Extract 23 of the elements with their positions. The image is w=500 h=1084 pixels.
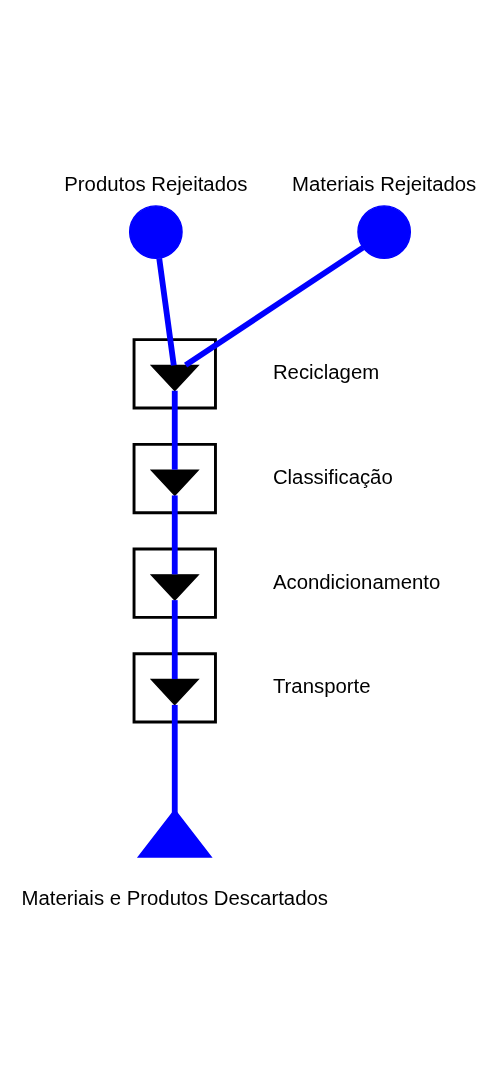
- connector: [184, 244, 365, 368]
- node-circle: [128, 204, 183, 259]
- connector: [171, 390, 178, 470]
- connector: [171, 599, 178, 679]
- node-triangle: [149, 573, 200, 601]
- node-label: Materiais e Produtos Descartados: [21, 886, 328, 909]
- node-triangle: [149, 678, 200, 706]
- node-triangle: [149, 364, 200, 392]
- cluster: [132, 442, 217, 514]
- cluster: [132, 547, 217, 619]
- cluster: [132, 337, 217, 409]
- cluster: [132, 651, 217, 724]
- node-triangle: [149, 468, 200, 496]
- connector: [171, 494, 178, 574]
- node-label: Transporte: [272, 674, 371, 697]
- node-label: Materiais Rejeitados: [291, 172, 477, 195]
- node-circle: [357, 204, 412, 259]
- node-label: Reciclagem: [272, 360, 380, 383]
- connector: [171, 704, 178, 817]
- connector: [156, 257, 177, 366]
- node-label: Produtos Rejeitados: [64, 172, 248, 195]
- node-label: Classificação: [272, 465, 393, 488]
- node-label: Acondicionamento: [272, 570, 441, 593]
